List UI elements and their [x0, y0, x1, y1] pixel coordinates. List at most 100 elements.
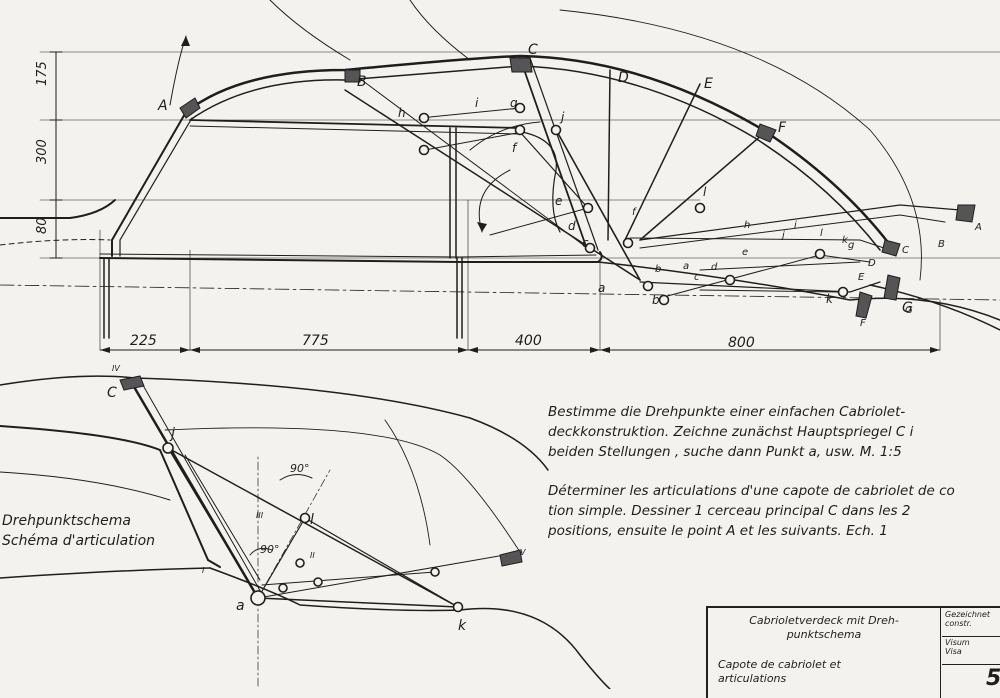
folded-label: f	[632, 207, 637, 218]
schema-point-label: C	[107, 385, 117, 401]
joint-marker	[724, 274, 736, 286]
title-block: Cabrioletverdeck mit Dreh- punktschema C…	[706, 606, 1000, 698]
folded-label: k	[842, 235, 849, 246]
schema-point-label: k	[458, 618, 467, 634]
folded-label: i	[794, 220, 797, 231]
roman-label: I	[202, 566, 205, 575]
title-block-main: Cabrioletverdeck mit Dreh- punktschema C…	[708, 608, 941, 698]
schema-point-label: a	[236, 598, 245, 614]
drawn-by-label-fr: constr.	[945, 619, 972, 628]
title-de: Cabrioletverdeck mit Dreh- punktschema	[712, 614, 936, 642]
joint-label: e	[555, 194, 562, 208]
joint-label: c	[582, 236, 589, 250]
instruction-note-de: Bestimme die Drehpunkte einer einfachen …	[548, 402, 913, 462]
folded-label: d	[711, 262, 718, 273]
note-de-line: Bestimme die Drehpunkte einer einfachen …	[548, 404, 906, 420]
folded-label: l	[820, 228, 823, 239]
folded-label: D	[868, 258, 876, 269]
joint-marker	[622, 237, 634, 249]
joint-marker	[814, 248, 826, 260]
drawn-by-label: Gezeichnet	[945, 610, 991, 619]
roman-label: II	[310, 551, 315, 560]
point-label: E	[704, 76, 713, 92]
note-de-line: beiden Stellungen , suche dann Punkt a, …	[548, 444, 902, 460]
note-fr-line: positions, ensuite le point A et les sui…	[548, 523, 888, 539]
folded-label: B	[938, 239, 945, 250]
point-label: A	[157, 98, 168, 114]
joint-marker	[162, 442, 174, 454]
joint-marker	[452, 601, 464, 613]
folded-label: g	[848, 240, 854, 251]
folded-label: A	[974, 222, 982, 233]
dimension-label: 400	[515, 333, 542, 349]
joint-label: l	[703, 185, 707, 199]
schema-point-label: l	[310, 512, 314, 528]
title-fr-line: Capote de cabriolet et	[718, 658, 841, 671]
joint-marker	[418, 144, 430, 156]
title-de-line: punktschema	[786, 628, 862, 641]
joint-marker	[313, 577, 323, 587]
point-label: G	[902, 300, 913, 316]
joint-label: j	[559, 110, 565, 124]
joint-marker	[299, 512, 311, 524]
joint-marker	[418, 112, 430, 124]
joint-label: i	[475, 96, 479, 110]
angle-label: 90°	[290, 462, 310, 475]
joint-label: g	[510, 96, 518, 110]
joint-label: h	[398, 106, 406, 120]
joint-label: b	[652, 293, 660, 307]
roman-label: III	[256, 511, 264, 520]
angle-label: 90°	[260, 543, 280, 556]
joint-marker	[550, 124, 562, 136]
note-de-line: deckkonstruktion. Zeichne zunächst Haupt…	[548, 424, 914, 440]
dimension-label: 300	[35, 139, 50, 164]
folded-label: a	[683, 261, 689, 272]
joint-marker	[582, 202, 594, 214]
drawn-by-cell: Gezeichnet constr.	[942, 610, 1000, 637]
roman-label: IV	[112, 364, 120, 373]
joint-marker	[295, 558, 305, 568]
title-de-line: Cabrioletverdeck mit Dreh-	[749, 614, 899, 627]
point-label: C	[528, 42, 538, 58]
visa-label-fr: Visa	[945, 647, 962, 656]
schema-point-label: j	[169, 426, 175, 442]
folded-label: C	[902, 245, 909, 256]
joint-label: a	[598, 281, 605, 295]
joint-marker	[250, 590, 266, 606]
folded-label: G	[905, 305, 913, 316]
joint-marker	[658, 294, 670, 306]
joint-marker	[694, 202, 706, 214]
joint-markers	[162, 102, 849, 613]
dimension-label: 225	[130, 333, 157, 349]
folded-label: h	[744, 220, 750, 231]
folded-label: b	[655, 264, 661, 275]
joint-label: f	[512, 141, 518, 155]
point-label: D	[618, 70, 629, 86]
dimension-label: 775	[302, 333, 329, 349]
folded-label: e	[742, 247, 748, 258]
joint-marker	[837, 286, 849, 298]
dimension-label: 80	[35, 217, 50, 234]
joint-marker	[430, 567, 440, 577]
joint-marker	[514, 124, 526, 136]
instruction-note-fr: Déterminer les articulations d'une capot…	[548, 481, 955, 541]
title-fr-line: articulations	[718, 672, 787, 685]
joint-label: d	[568, 219, 576, 233]
visa-label: Visum	[945, 638, 970, 647]
sheet-number: 5(	[986, 666, 1000, 691]
visa-cell: Visum Visa	[942, 638, 1000, 665]
note-fr-line: tion simple. Dessiner 1 cerceau principa…	[548, 503, 911, 519]
point-label: B	[357, 74, 367, 90]
title-fr: Capote de cabriolet et articulations	[718, 658, 898, 686]
folded-label: F	[860, 318, 866, 329]
folded-label: E	[858, 272, 865, 283]
joint-marker	[278, 583, 288, 593]
schema-title: Drehpunktschema Schéma d'articulation	[2, 511, 155, 551]
joint-label: k	[826, 292, 834, 306]
folded-label: j	[780, 230, 785, 241]
point-label: F	[778, 120, 787, 136]
joint-marker	[642, 280, 654, 292]
